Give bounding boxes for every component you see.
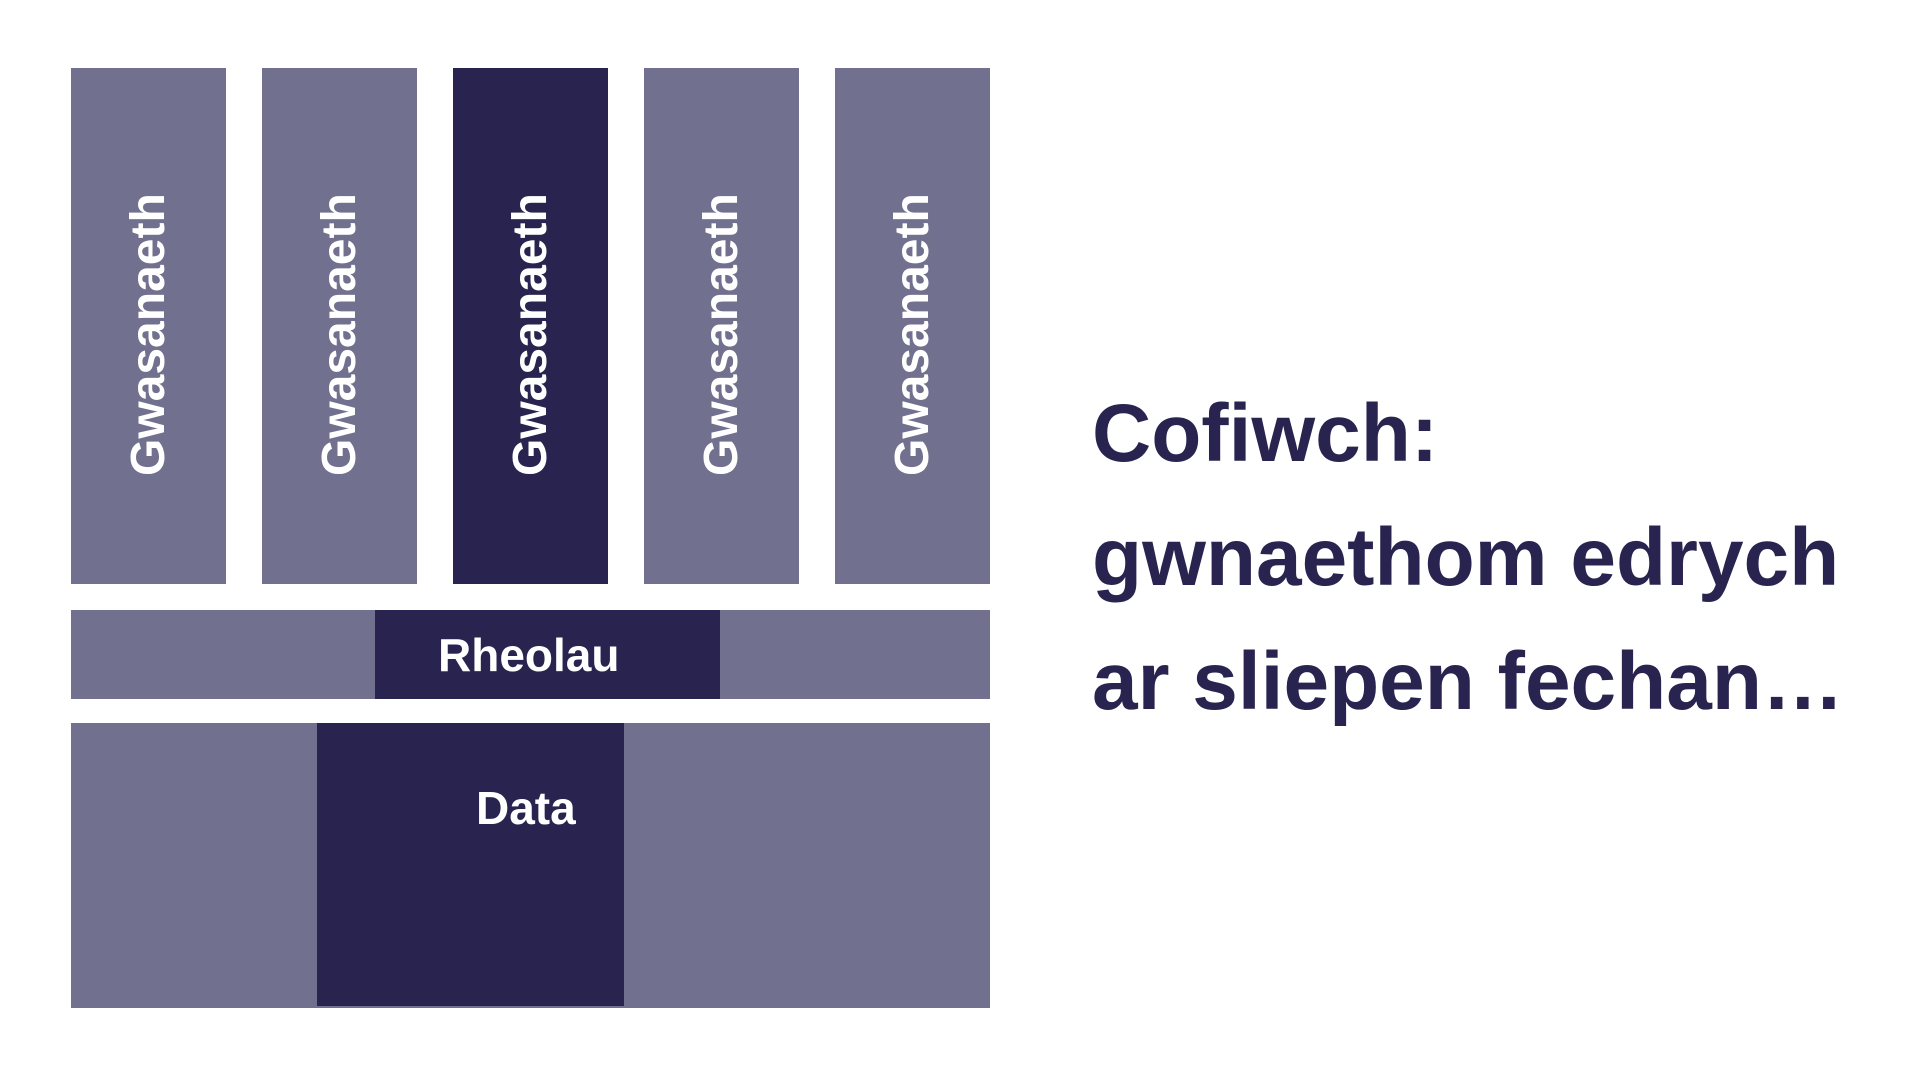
- data-label: Data: [476, 782, 576, 834]
- service-label: Gwasanaeth: [694, 193, 748, 476]
- service-column-2: Gwasanaeth: [262, 68, 417, 584]
- service-column-4: Gwasanaeth: [644, 68, 799, 584]
- message-line-1: Cofiwch:: [1092, 388, 1439, 479]
- data-layer-highlight: [317, 723, 624, 1006]
- service-label: Gwasanaeth: [885, 193, 939, 476]
- service-column-5: Gwasanaeth: [835, 68, 990, 584]
- message-line-3: ar sliepen fechan…: [1092, 636, 1844, 727]
- service-label: Gwasanaeth: [121, 193, 175, 476]
- rules-label: Rheolau: [438, 629, 620, 681]
- rules-layer-highlight: [375, 610, 720, 699]
- service-column-3-highlighted: Gwasanaeth: [453, 68, 608, 584]
- service-label: Gwasanaeth: [503, 193, 557, 476]
- service-column-1: Gwasanaeth: [71, 68, 226, 584]
- message-line-2: gwnaethom edrych: [1092, 512, 1840, 603]
- service-label: Gwasanaeth: [312, 193, 366, 476]
- reminder-message: Cofiwch: gwnaethom edrych ar sliepen fec…: [1092, 372, 1892, 744]
